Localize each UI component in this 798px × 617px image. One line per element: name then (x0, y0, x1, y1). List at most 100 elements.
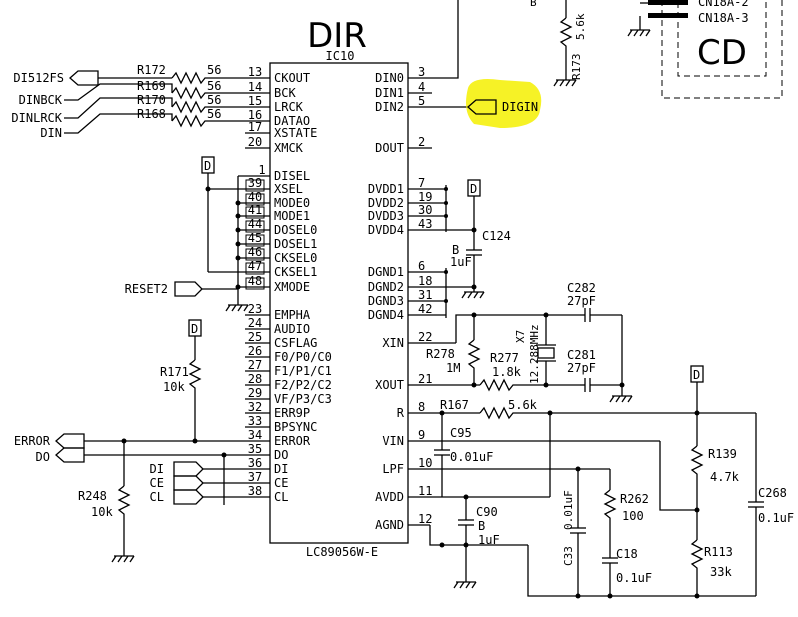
c268-ref: C268 (758, 486, 787, 500)
svg-text:1: 1 (258, 163, 265, 177)
svg-text:DO: DO (274, 448, 288, 462)
c268-val: 0.1uF (758, 511, 794, 525)
signal-digin: DIGIN (502, 100, 538, 114)
r167-val: 5.6k (508, 398, 538, 412)
svg-text:DOSEL1: DOSEL1 (274, 237, 317, 251)
svg-text:48: 48 (248, 274, 262, 288)
do-connector (55, 447, 85, 463)
svg-text:DOUT: DOUT (375, 141, 404, 155)
c90-ref: C90 (476, 505, 498, 519)
r171-ref: R171 (160, 365, 189, 379)
r168-val: 56 (207, 107, 221, 121)
svg-text:AUDIO: AUDIO (274, 322, 310, 336)
svg-text:XSEL: XSEL (274, 182, 303, 196)
svg-text:47: 47 (248, 259, 262, 273)
svg-text:30: 30 (418, 203, 432, 217)
c95-ref: C95 (450, 426, 472, 440)
svg-text:40: 40 (248, 190, 262, 204)
svg-text:25: 25 (248, 330, 262, 344)
svg-text:20: 20 (248, 135, 262, 149)
r139-val: 4.7k (710, 470, 740, 484)
svg-text:ERR9P: ERR9P (274, 406, 310, 420)
svg-text:12: 12 (418, 512, 432, 526)
svg-text:2: 2 (418, 135, 425, 149)
svg-text:DVDD4: DVDD4 (368, 223, 404, 237)
signal-cl: CL (150, 490, 164, 504)
signal-do: DO (36, 450, 50, 464)
svg-text:5: 5 (418, 94, 425, 108)
r277-ref: R277 (490, 351, 519, 365)
svg-text:10: 10 (418, 456, 432, 470)
r262-val: 100 (622, 509, 644, 523)
r278-val: 1M (446, 361, 460, 375)
svg-text:26: 26 (248, 344, 262, 358)
r173-val: 5.6k (574, 13, 587, 40)
signal-di: DI (150, 462, 164, 476)
r169-ref: R169 (137, 79, 166, 93)
ground-symbol-1 (225, 304, 249, 312)
svg-text:15: 15 (248, 94, 262, 108)
svg-text:CKOUT: CKOUT (274, 71, 310, 85)
x7-ref: X7 (514, 330, 527, 343)
svg-text:DATAO: DATAO (274, 114, 310, 128)
svg-text:18: 18 (418, 274, 432, 288)
svg-text:CKSEL1: CKSEL1 (274, 265, 317, 279)
svg-text:24: 24 (248, 316, 262, 330)
r171-val: 10k (163, 380, 185, 394)
ce-connector (173, 475, 204, 491)
svg-text:34: 34 (248, 428, 262, 442)
svg-text:19: 19 (418, 190, 432, 204)
c124-val: 1uF (450, 255, 472, 269)
svg-text:LPF: LPF (382, 462, 404, 476)
svg-text:21: 21 (418, 372, 432, 386)
svg-text:AGND: AGND (375, 518, 404, 532)
svg-text:43: 43 (418, 217, 432, 231)
svg-text:LRCK: LRCK (274, 100, 304, 114)
svg-text:DVDD3: DVDD3 (368, 209, 404, 223)
svg-text:14: 14 (248, 80, 262, 94)
svg-text:D: D (470, 182, 477, 196)
cd-block-inner (677, 0, 767, 77)
svg-text:46: 46 (248, 245, 262, 259)
ic-part: LC89056W-E (306, 545, 378, 559)
svg-text:DISEL: DISEL (274, 169, 310, 183)
svg-text:F2/P2/C2: F2/P2/C2 (274, 378, 332, 392)
svg-text:EMPHA: EMPHA (274, 308, 311, 322)
svg-text:44: 44 (248, 217, 262, 231)
svg-text:DVDD2: DVDD2 (368, 196, 404, 210)
cd-conn1: CN18A-2 (698, 0, 749, 9)
reset2-connector (174, 281, 203, 297)
svg-text:MODE1: MODE1 (274, 209, 310, 223)
svg-text:DVDD1: DVDD1 (368, 182, 404, 196)
svg-text:ERROR: ERROR (274, 434, 311, 448)
svg-text:DGND3: DGND3 (368, 294, 404, 308)
cd-block-outer (661, 0, 783, 99)
svg-text:BCK: BCK (274, 86, 296, 100)
svg-text:XMODE: XMODE (274, 280, 310, 294)
svg-text:BPSYNC: BPSYNC (274, 420, 317, 434)
r277-val: 1.8k (492, 365, 522, 379)
c18-ref: C18 (616, 547, 638, 561)
x7-val: 12.288MHz (528, 324, 541, 384)
svg-text:39: 39 (248, 176, 262, 190)
svg-text:29: 29 (248, 386, 262, 400)
cd-conn2: CN18A-3 (698, 11, 749, 25)
r173-ref: R173 (570, 54, 583, 81)
svg-text:D: D (191, 322, 198, 336)
ic-body (269, 62, 409, 544)
svg-text:17: 17 (248, 120, 262, 134)
ground-symbol-6 (609, 395, 633, 403)
signal-dinbck: DINBCK (19, 93, 63, 107)
ground-symbol-5 (461, 291, 485, 299)
svg-text:33: 33 (248, 414, 262, 428)
svg-text:CE: CE (274, 476, 288, 490)
c95-val: 0.01uF (450, 450, 493, 464)
r113-val: 33k (710, 565, 732, 579)
svg-text:16: 16 (248, 108, 262, 122)
svg-text:DIN1: DIN1 (375, 86, 404, 100)
digin-highlight (466, 79, 542, 128)
r172-ref: R172 (137, 63, 166, 77)
svg-text:CKSEL0: CKSEL0 (274, 251, 317, 265)
